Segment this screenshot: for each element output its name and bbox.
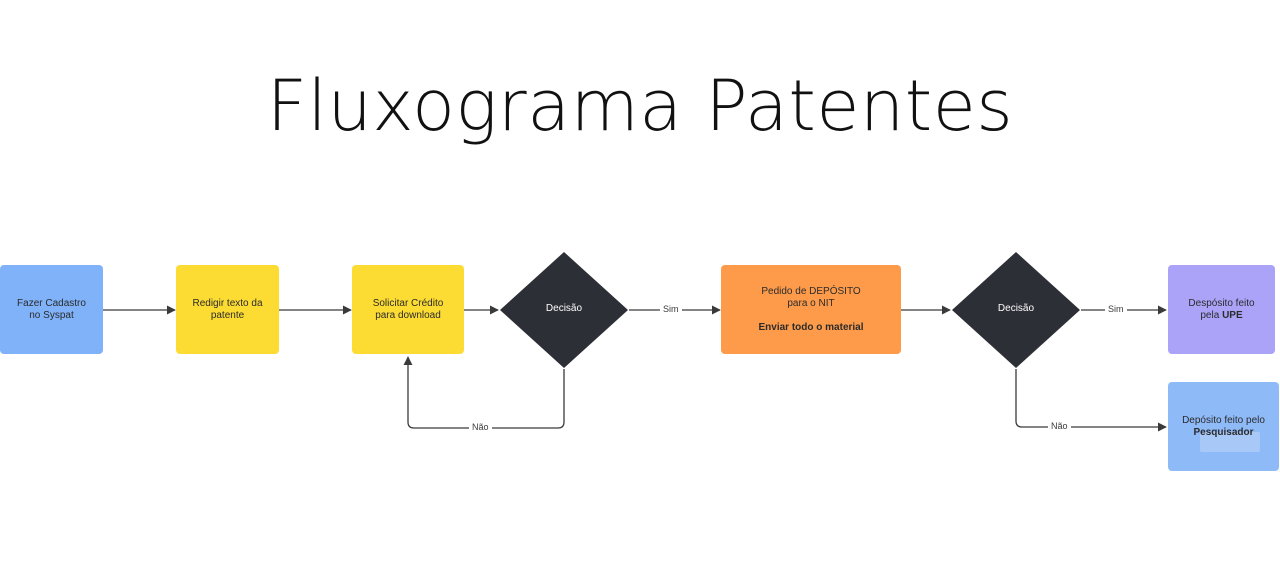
edge-label-sim-1: Sim [660,304,682,315]
step-deposito-pesquisador-line1: Depósito feito pelo [1182,414,1265,426]
step-solicitar-credito-line2: para download [375,309,441,321]
step-deposito-upe-line1: Despósito feito [1188,297,1255,309]
step-deposito-upe-bold: UPE [1222,309,1243,321]
step-deposito-pesquisador[interactable]: Depósito feito pelo Pesquisador [1168,382,1279,471]
step-redigir-texto[interactable]: Redigir texto da patente [176,265,279,354]
step-fazer-cadastro-line2: no Syspat [29,309,74,321]
step-deposito-upe-prefix: pela [1200,309,1223,321]
decision-1-label: Decisão [545,303,583,314]
decision-diamond-2[interactable] [952,252,1080,368]
step-fazer-cadastro-line1: Fazer Cadastro [17,297,86,309]
smudge-mark [1200,432,1260,452]
decision-diamond-1[interactable] [500,252,628,368]
edge-label-sim-2: Sim [1105,304,1127,315]
decision-2-label: Decisão [997,303,1035,314]
step-pedido-deposito-line2: para o NIT [787,297,835,309]
edge-label-nao-1: Não [469,422,492,433]
step-pedido-deposito-line3: Enviar todo o material [758,321,864,333]
step-deposito-upe-line2: pela UPE [1200,310,1242,322]
edge-label-nao-2: Não [1048,421,1071,432]
page-title: Fluxograma Patentes [266,65,1014,147]
step-deposito-upe[interactable]: Despósito feito pela UPE [1168,265,1275,354]
step-solicitar-credito-line1: Solicitar Crédito [372,297,444,309]
step-solicitar-credito[interactable]: Solicitar Crédito para download [352,265,464,354]
step-redigir-texto-line1: Redigir texto da [192,297,263,309]
step-redigir-texto-line2: patente [210,309,245,321]
step-deposito-pesquisador-line2: Pesquisador [1193,426,1254,438]
arrow-decisao1-nao-loop [403,356,565,429]
arrow-decisao2-nao-to-pesquisador [1015,369,1167,432]
step-pedido-deposito-line1: Pedido de DEPÓSITO [761,285,861,297]
step-pedido-deposito[interactable]: Pedido de DEPÓSITO para o NIT Enviar tod… [721,265,901,354]
step-fazer-cadastro[interactable]: Fazer Cadastro no Syspat [0,265,103,354]
